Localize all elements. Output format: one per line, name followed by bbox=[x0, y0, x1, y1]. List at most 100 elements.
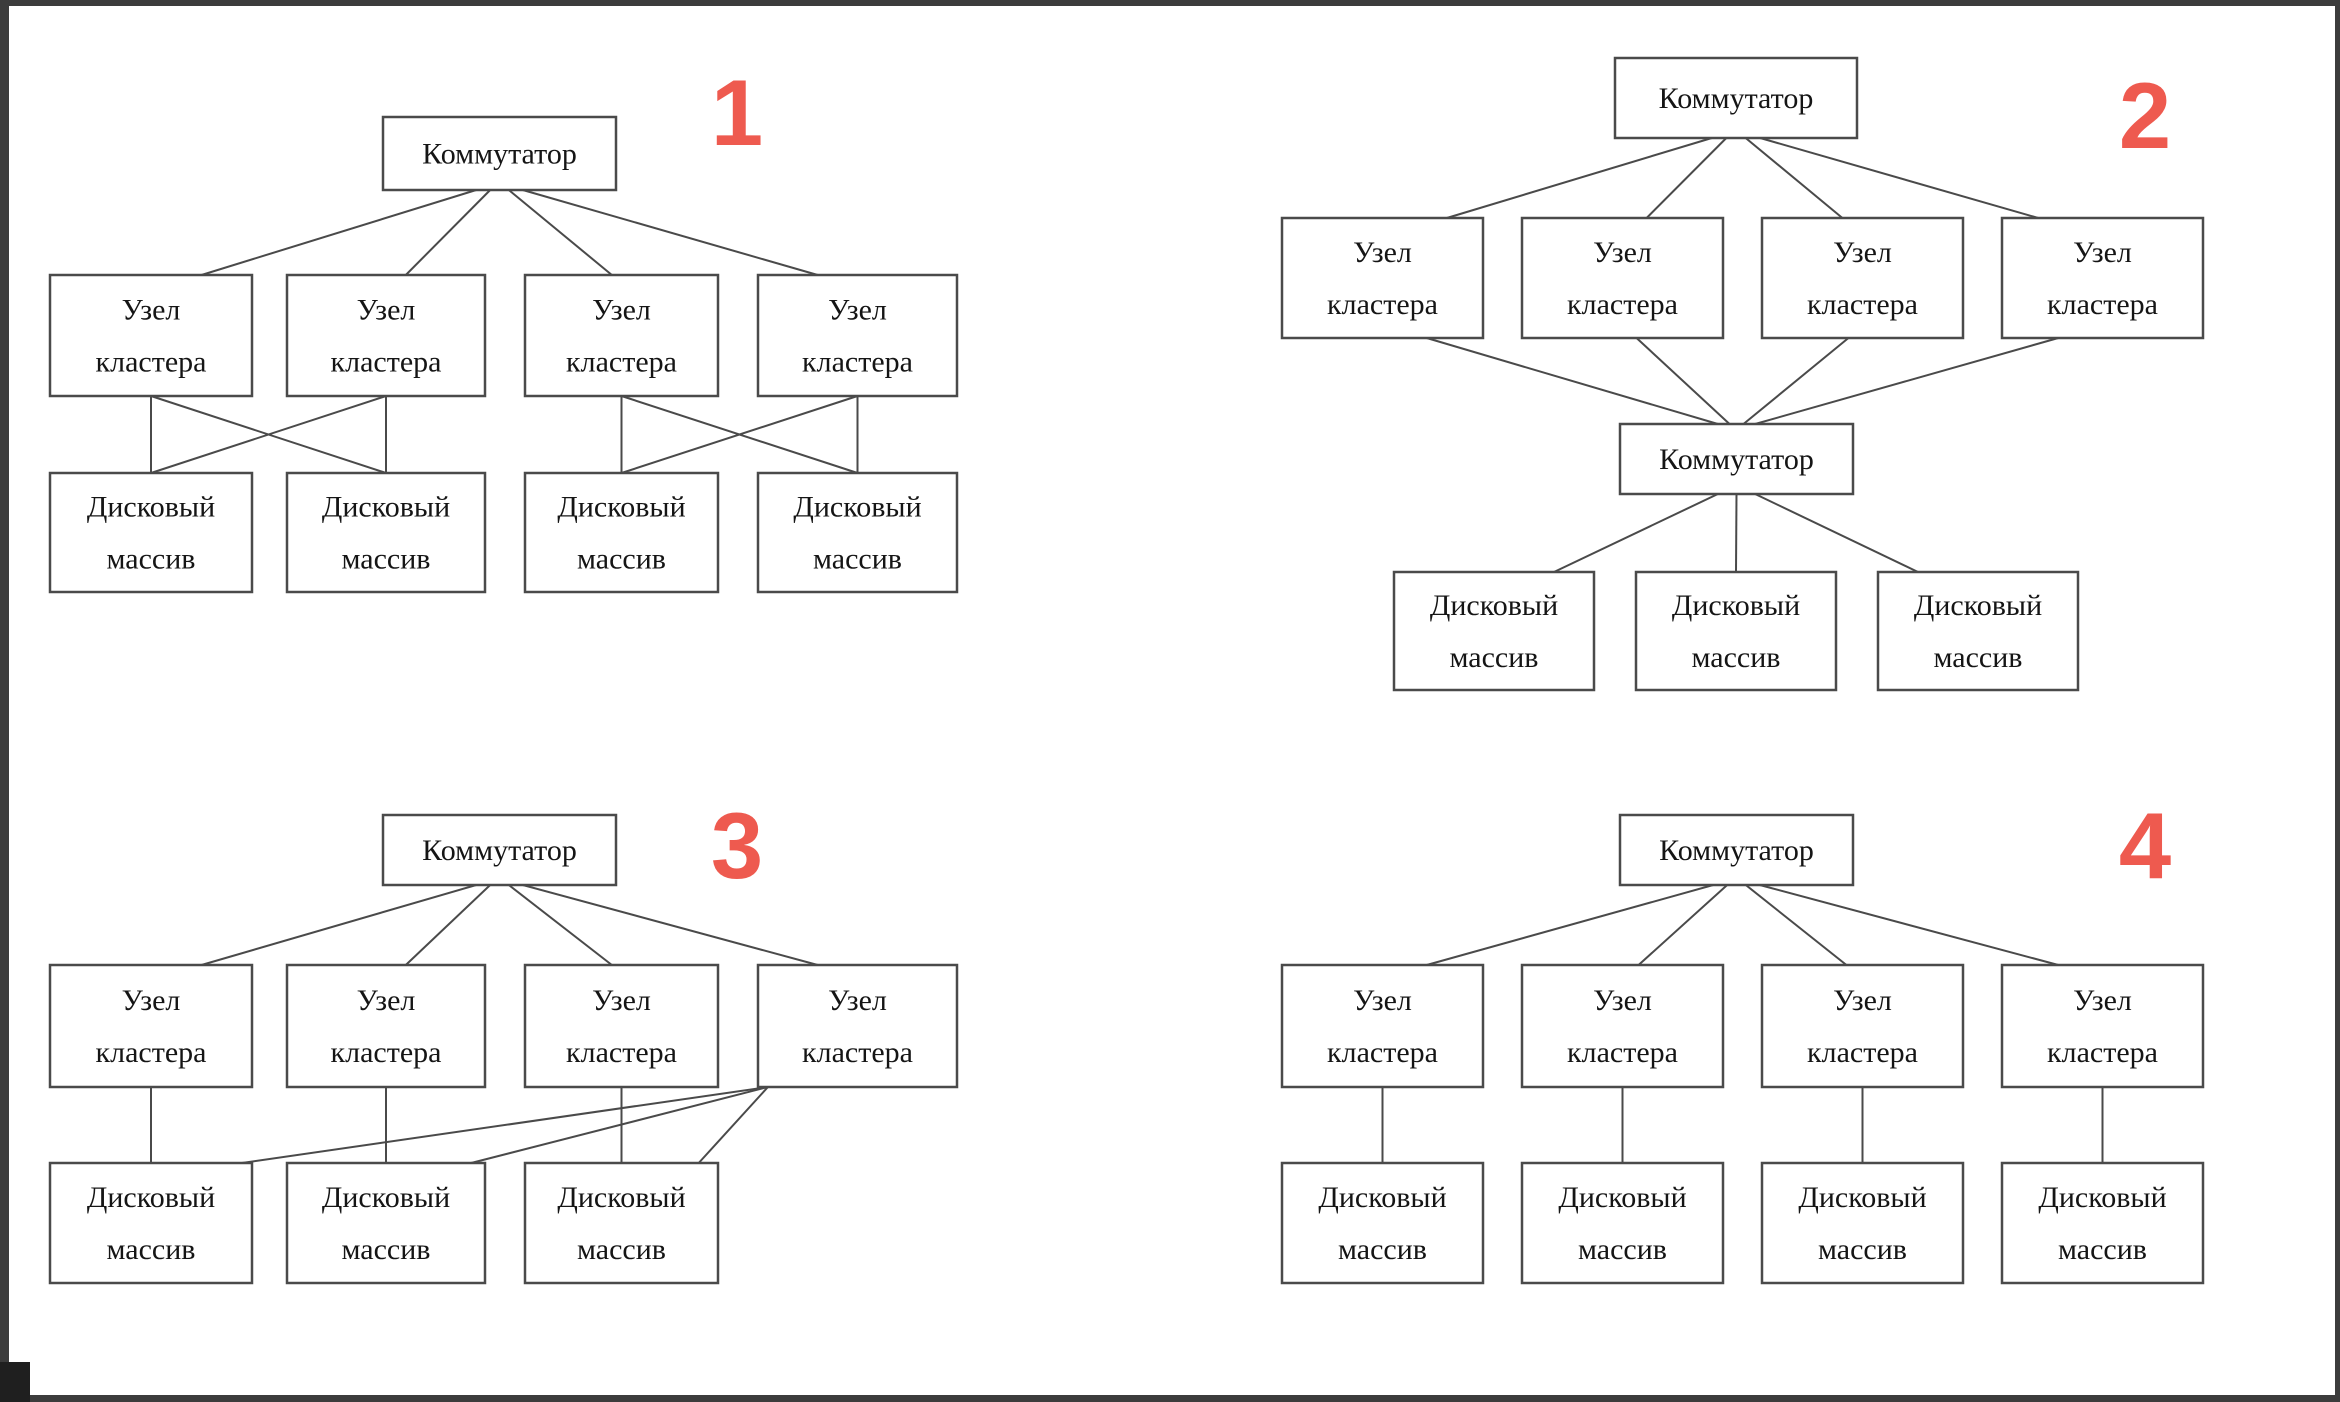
switch-box-label: Коммутатор bbox=[1659, 834, 1814, 867]
connection-line bbox=[621, 395, 858, 474]
connection-line bbox=[1637, 884, 1728, 966]
corner-notch bbox=[0, 1362, 30, 1402]
diagram-number-1: 1 bbox=[711, 60, 763, 165]
disk-array-box bbox=[2000, 1161, 2205, 1285]
cluster-node-box bbox=[756, 273, 959, 398]
disk-array-box bbox=[285, 1161, 487, 1285]
connection-line bbox=[1635, 337, 1731, 425]
connection-line bbox=[522, 884, 818, 966]
cluster-node-box bbox=[2000, 216, 2205, 340]
switch-box-label: Коммутатор bbox=[1659, 82, 1814, 115]
connection-line bbox=[1759, 137, 2039, 219]
diagram-number-3: 3 bbox=[711, 793, 763, 898]
disk-array-box bbox=[1520, 1161, 1725, 1285]
connection-line bbox=[201, 884, 477, 966]
connection-line bbox=[697, 1086, 769, 1164]
connection-line bbox=[405, 884, 491, 966]
connection-line bbox=[1426, 884, 1714, 966]
disk-array-box bbox=[1876, 570, 2080, 692]
cluster-node-box bbox=[1760, 963, 1965, 1089]
connection-line bbox=[522, 189, 818, 276]
connection-line bbox=[201, 189, 477, 276]
connection-line bbox=[1745, 137, 1844, 219]
cluster-node-box bbox=[48, 273, 254, 398]
switch-box bbox=[1613, 56, 1859, 140]
cluster-node-box bbox=[1760, 216, 1965, 340]
disk-array-box bbox=[1392, 570, 1596, 692]
cluster-node-box bbox=[48, 963, 254, 1089]
connection-line bbox=[150, 395, 387, 474]
cluster-node-box bbox=[285, 273, 487, 398]
disk-array-box bbox=[285, 471, 487, 594]
disk-array-box bbox=[1280, 1161, 1485, 1285]
connection-line bbox=[241, 1086, 769, 1164]
connection-line bbox=[1446, 137, 1713, 219]
cluster-node-box bbox=[1520, 216, 1725, 340]
switch-box-label: Коммутатор bbox=[1659, 443, 1814, 476]
cluster-node-box bbox=[2000, 963, 2205, 1089]
connection-line bbox=[405, 189, 491, 276]
connection-line bbox=[1553, 493, 1719, 573]
disk-array-box bbox=[48, 471, 254, 594]
connection-line bbox=[1645, 137, 1728, 219]
disk-array-box bbox=[756, 471, 959, 594]
switch-box-label: Коммутатор bbox=[422, 834, 577, 867]
cluster-node-box bbox=[1280, 963, 1485, 1089]
disk-array-box bbox=[1634, 570, 1838, 692]
connection-line bbox=[470, 1086, 769, 1164]
connection-line bbox=[1426, 337, 1719, 425]
cluster-node-box bbox=[523, 963, 720, 1089]
switch-box bbox=[381, 115, 618, 192]
connection-line bbox=[1742, 337, 1850, 425]
diagram-number-4: 4 bbox=[2119, 793, 2171, 898]
disk-array-box bbox=[523, 471, 720, 594]
connection-line bbox=[1735, 493, 1738, 573]
connection-line bbox=[508, 189, 613, 276]
connection-line bbox=[1759, 884, 2059, 966]
disk-array-box bbox=[48, 1161, 254, 1285]
cluster-node-box bbox=[1280, 216, 1485, 340]
cluster-node-box bbox=[756, 963, 959, 1089]
cluster-node-box bbox=[1520, 963, 1725, 1089]
switch-box bbox=[1618, 422, 1855, 496]
disk-array-box bbox=[1760, 1161, 1965, 1285]
connection-line bbox=[1754, 493, 1919, 573]
switch-box bbox=[381, 813, 618, 887]
switch-box-label: Коммутатор bbox=[422, 138, 577, 171]
connection-line bbox=[1754, 337, 2059, 425]
disk-array-box bbox=[523, 1161, 720, 1285]
diagram-number-2: 2 bbox=[2119, 63, 2171, 168]
cluster-node-box bbox=[523, 273, 720, 398]
cluster-node-box bbox=[285, 963, 487, 1089]
